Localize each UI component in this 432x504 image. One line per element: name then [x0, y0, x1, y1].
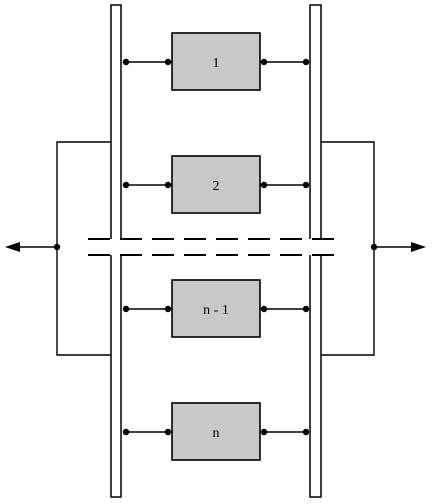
- arrow-left-icon: [5, 242, 20, 252]
- unit-n-node-right: [260, 428, 268, 436]
- unit-n-minus-1-box: [171, 279, 261, 338]
- unit-1-node-right: [260, 58, 268, 66]
- unit-1-node-right-bus: [302, 58, 310, 66]
- unit-1-box: [171, 32, 261, 91]
- unit-1-node-left: [164, 58, 172, 66]
- omission-gap: [88, 239, 344, 255]
- unit-2-node-left: [164, 181, 172, 189]
- unit-n-minus-1-node-right-bus: [302, 305, 310, 313]
- unit-2-node-left-bus: [122, 181, 130, 189]
- left-terminal-node: [53, 243, 61, 251]
- unit-n-minus-1-node-right: [260, 305, 268, 313]
- unit-1-node-left-bus: [122, 58, 130, 66]
- unit-1-label: 1: [213, 56, 220, 71]
- unit-n-node-right-bus: [302, 428, 310, 436]
- unit-n-minus-1-label: n - 1: [203, 303, 229, 318]
- unit-n-minus-1: n - 1: [122, 279, 310, 338]
- unit-2-label: 2: [213, 179, 220, 194]
- unit-1: 1: [122, 32, 310, 91]
- right-terminal-node: [370, 243, 378, 251]
- unit-n: n: [122, 402, 310, 461]
- unit-n-minus-1-node-left: [164, 305, 172, 313]
- unit-n-node-left-bus: [122, 428, 130, 436]
- unit-n-label: n: [213, 426, 220, 441]
- unit-2-node-right: [260, 181, 268, 189]
- unit-2-box: [171, 155, 261, 214]
- unit-2: 2: [122, 155, 310, 214]
- unit-n-box: [171, 402, 261, 461]
- unit-n-minus-1-node-left-bus: [122, 305, 130, 313]
- unit-n-node-left: [164, 428, 172, 436]
- arrow-right-icon: [411, 242, 426, 252]
- unit-2-node-right-bus: [302, 181, 310, 189]
